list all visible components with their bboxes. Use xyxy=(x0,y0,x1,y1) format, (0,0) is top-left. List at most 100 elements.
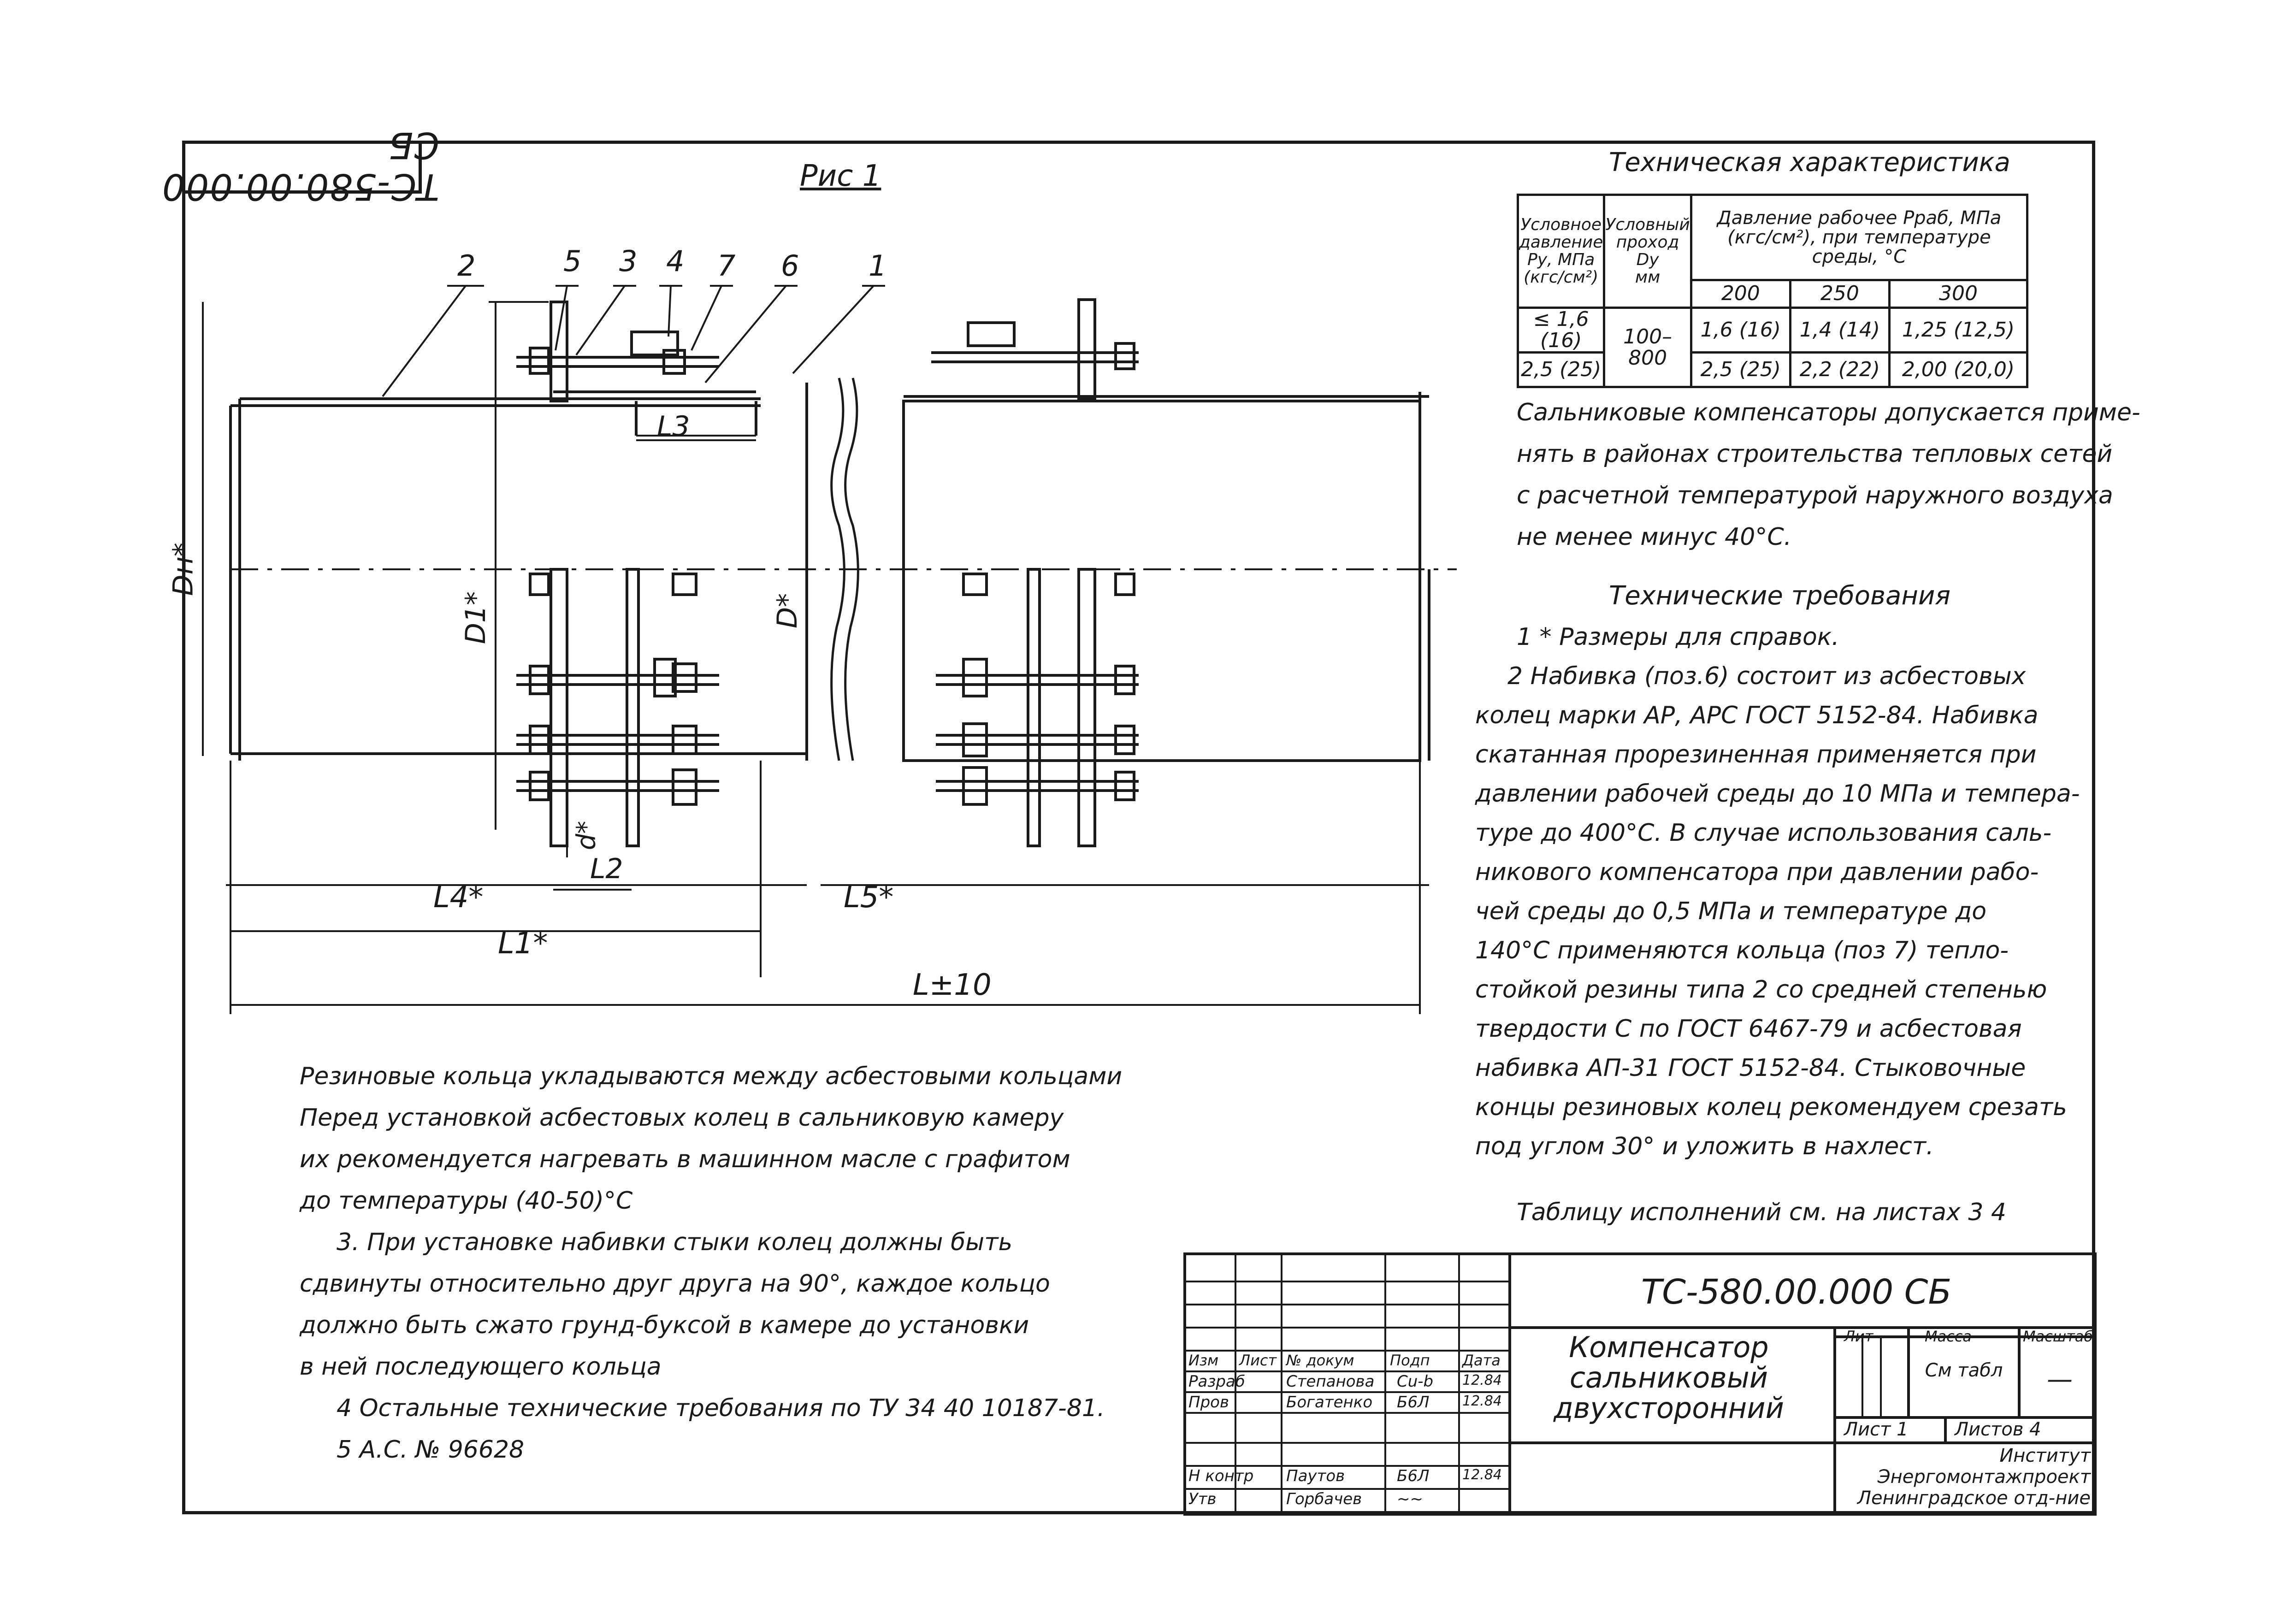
req-line: под углом 30° и уложить в нахлест. xyxy=(1475,1133,1934,1160)
left-notes: Резиновые кольца укладываются между асбе… xyxy=(300,1056,1122,1470)
req-line: концы резиновых колец рекомендуем срезат… xyxy=(1475,1093,2067,1121)
left-line: 4 Остальные технические требования по ТУ… xyxy=(337,1394,1105,1422)
title-block-code: ТС-580.00.000 СБ xyxy=(1641,1272,1952,1312)
callout-1: 1 xyxy=(869,249,887,283)
dim-L4: L4* xyxy=(433,880,484,915)
requirements-title: Технические требования xyxy=(1609,581,1951,611)
callout-2: 2 xyxy=(457,249,476,283)
tb-person: Горбачев xyxy=(1286,1490,1362,1508)
th-temp-300: 300 xyxy=(1888,279,2029,309)
tables-ref: Таблицу исполнений см. на листах 3 4 xyxy=(1517,1199,2007,1226)
name-line: сальниковый xyxy=(1569,1361,1768,1394)
tb-person: Степанова xyxy=(1286,1372,1375,1391)
right-flange xyxy=(931,298,1139,847)
callout-3: 3 xyxy=(619,244,638,278)
callout-6: 6 xyxy=(781,249,799,283)
org-line: Институт xyxy=(1999,1445,2091,1466)
dim-L5: L5* xyxy=(844,880,894,915)
tb-signature: Б6Л xyxy=(1397,1467,1430,1485)
tb-role: Пров xyxy=(1188,1393,1229,1411)
tb-mass-label: Масса xyxy=(1925,1328,1972,1345)
req-line: набивка АП-31 ГОСТ 5152-84. Стыковочные xyxy=(1475,1054,2026,1082)
cell-value: 1,4 (14) xyxy=(1789,306,1891,354)
tb-signature: ~~ xyxy=(1397,1490,1423,1508)
cell-dy: 100–800 xyxy=(1603,306,1692,389)
req-line: твердости С по ГОСТ 6467-79 и асбестовая xyxy=(1475,1015,2022,1043)
tb-signature: Cu-b xyxy=(1397,1372,1434,1391)
req-line: чей среды до 0,5 МПа и температуре до xyxy=(1475,898,1987,925)
cell-value: 1,25 (12,5) xyxy=(1888,306,2029,354)
bolts-left xyxy=(516,573,719,806)
tb-organization: Институт Энергомонтажпроект Ленинградско… xyxy=(1844,1445,2091,1509)
req-line: скатанная прорезиненная применяется при xyxy=(1475,741,2037,768)
dim-L2: L2 xyxy=(590,853,623,885)
left-line: 5 А.С. № 96628 xyxy=(337,1436,525,1464)
tb-date: 12.84 xyxy=(1462,1372,1502,1388)
tb-role: Утв xyxy=(1188,1490,1217,1508)
tb-date: 12.84 xyxy=(1462,1467,1502,1483)
sheet-code-stamp: ТС-580.00.000 СБ xyxy=(161,124,439,207)
bolts-right xyxy=(936,573,1139,806)
note-line: с расчетной температурой наружного возду… xyxy=(1517,482,2113,509)
cell-value: 1,6 (16) xyxy=(1690,306,1791,354)
th-working-pressure: Давление рабочее Рраб, МПа(кгс/см²), при… xyxy=(1690,194,2029,281)
cell-py: 2,5 (25) xyxy=(1516,351,1606,389)
callout-4: 4 xyxy=(666,244,685,278)
tb-person: Паутов xyxy=(1286,1467,1345,1485)
callout-5: 5 xyxy=(563,244,582,278)
note-line: нять в районах строительства тепловых се… xyxy=(1517,440,2113,468)
tb-head-sign: Подп xyxy=(1390,1352,1430,1369)
left-line: в ней последующего кольца xyxy=(300,1353,662,1381)
req-line: никового компенсатора при давлении рабо- xyxy=(1475,858,2039,886)
note-line: Сальниковые компенсаторы допускается при… xyxy=(1517,399,2140,426)
break-line xyxy=(830,378,845,761)
req-line: 2 Набивка (поз.6) состоит из асбестовых xyxy=(1507,662,2026,690)
left-line: до температуры (40-50)°С xyxy=(300,1187,633,1215)
note-block: Сальниковые компенсаторы допускается при… xyxy=(1517,392,2140,558)
cell-value: 2,5 (25) xyxy=(1690,351,1791,389)
left-line: Перед установкой асбестовых колец в саль… xyxy=(300,1104,1064,1132)
req-line: давлении рабочей среды до 10 МПа и темпе… xyxy=(1475,780,2080,808)
leaders xyxy=(382,285,885,397)
dimension-lines xyxy=(202,301,1429,1014)
th-temp-200: 200 xyxy=(1690,279,1791,309)
tb-head-izm: Изм xyxy=(1188,1352,1219,1369)
tb-role: Разраб xyxy=(1188,1372,1245,1391)
left-line: сдвинуты относительно друг друга на 90°,… xyxy=(300,1270,1050,1298)
right-pipe xyxy=(902,392,1430,762)
tb-scale-label: Масштаб xyxy=(2023,1328,2093,1345)
dim-L3: L3 xyxy=(657,410,690,443)
dim-L1: L1* xyxy=(498,927,548,961)
tb-mass-value: См табл xyxy=(1925,1360,2003,1381)
cell-value: 2,00 (20,0) xyxy=(1888,351,2029,389)
th-temp-250: 250 xyxy=(1789,279,1891,309)
drawing-frame xyxy=(182,141,2095,1514)
left-line: 3. При установке набивки стыки колец дол… xyxy=(337,1228,1013,1256)
break-line-2 xyxy=(844,378,859,761)
left-line: Резиновые кольца укладываются между асбе… xyxy=(300,1063,1123,1090)
tb-role: Н контр xyxy=(1188,1467,1254,1485)
req-line: 140°С применяются кольца (поз 7) тепло- xyxy=(1475,937,2009,964)
tb-sheets: Листов 4 xyxy=(1955,1419,2041,1440)
dim-L: L±10 xyxy=(913,968,992,1002)
tb-date: 12.84 xyxy=(1462,1393,1502,1409)
figure-label: Рис 1 xyxy=(800,159,881,193)
org-line: Ленинградское отд-ние xyxy=(1857,1488,2091,1509)
note-line: не менее минус 40°С. xyxy=(1517,523,1792,551)
tb-head-date: Дата xyxy=(1462,1352,1501,1369)
tb-person: Богатенко xyxy=(1286,1393,1373,1411)
req-line: колец марки АР, АРС ГОСТ 5152-84. Набивк… xyxy=(1475,702,2039,729)
req-line: стойкой резины типа 2 со средней степень… xyxy=(1475,976,2047,1004)
left-line: их рекомендуется нагревать в машинном ма… xyxy=(300,1146,1070,1173)
org-line: Энергомонтажпроект xyxy=(1877,1466,2091,1488)
left-flange xyxy=(516,301,757,847)
cell-value: 2,2 (22) xyxy=(1789,351,1891,389)
tb-scale-value: — xyxy=(2047,1364,2073,1394)
requirements-block: 1 * Размеры для справок. 2 Набивка (поз.… xyxy=(1475,618,2080,1166)
req-line: туре до 400°С. В случае использования са… xyxy=(1475,819,2052,847)
tb-head-doc: № докум xyxy=(1286,1352,1354,1369)
tb-lit-label: Лит xyxy=(1844,1328,1873,1345)
